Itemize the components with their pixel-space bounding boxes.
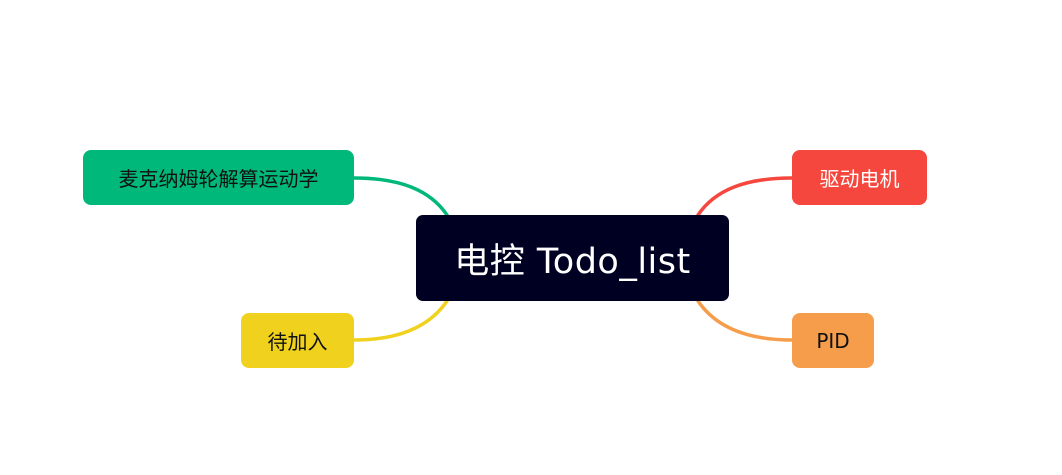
connector-pid	[696, 299, 794, 342]
topic-drive-motor[interactable]: 驱动电机	[792, 150, 927, 205]
connector-pending	[352, 299, 449, 342]
root-topic-node[interactable]: 电控 Todo_list	[416, 215, 729, 301]
topic-pending[interactable]: 待加入	[241, 313, 354, 368]
connector-mecanum	[352, 176, 449, 217]
topic-mecanum-kinematics[interactable]: 麦克纳姆轮解算运动学	[83, 150, 354, 205]
topic-pid[interactable]: PID	[792, 313, 874, 368]
connector-motor	[696, 176, 794, 217]
